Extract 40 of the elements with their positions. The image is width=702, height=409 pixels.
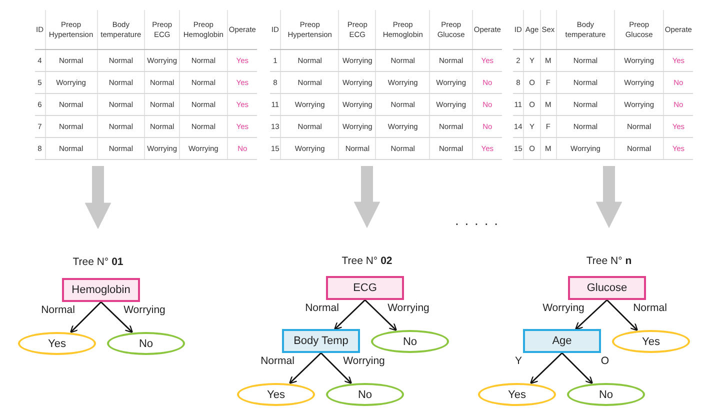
- edge-label: Worrying: [542, 302, 586, 314]
- leaf-ellipse: No: [107, 332, 185, 355]
- tree-title: Tree N° 01: [58, 254, 138, 270]
- branch-arrow: [606, 300, 638, 332]
- branch-arrow: [364, 300, 398, 332]
- edge-label: Worrying: [342, 355, 386, 367]
- leaf-ellipse: Yes: [478, 383, 556, 406]
- branch-arrow: [320, 352, 352, 384]
- edge-label: Normal: [304, 302, 340, 314]
- root-node-box: Glucose: [568, 276, 646, 300]
- branch-arrow: [100, 302, 134, 334]
- leaf-ellipse: Yes: [237, 383, 315, 406]
- tree-title: Tree N° 02: [327, 253, 407, 269]
- edge-label: Normal: [40, 304, 76, 316]
- branch-arrow: [334, 300, 366, 330]
- branch-arrow: [574, 299, 608, 330]
- edge-label: Normal: [632, 302, 668, 314]
- root-node-box: Hemoglobin: [62, 278, 140, 302]
- leaf-ellipse: Yes: [18, 332, 96, 355]
- edge-label: O: [600, 355, 610, 367]
- branch-arrow: [530, 352, 562, 384]
- block-arrow: [84, 166, 112, 230]
- edge-label: Worrying: [122, 304, 166, 316]
- branch-arrow: [562, 352, 594, 384]
- leaf-ellipse: No: [326, 383, 404, 406]
- leaf-ellipse: No: [371, 330, 449, 353]
- leaf-ellipse: Yes: [612, 330, 690, 353]
- edge-label: Y: [514, 355, 523, 367]
- split-node-box: Age: [523, 329, 601, 353]
- edge-label: Normal: [260, 355, 296, 367]
- edge-label: Worrying: [386, 302, 430, 314]
- split-node-box: Body Temp: [282, 329, 360, 353]
- block-arrow: [596, 166, 622, 228]
- ellipsis-text: . . . . .: [455, 212, 500, 228]
- block-arrow: [354, 166, 380, 228]
- leaf-ellipse: No: [567, 383, 645, 406]
- branch-arrow: [288, 352, 322, 384]
- root-node-box: ECG: [326, 276, 404, 300]
- tree-title: Tree N° n: [569, 253, 649, 269]
- branch-arrow: [70, 302, 102, 334]
